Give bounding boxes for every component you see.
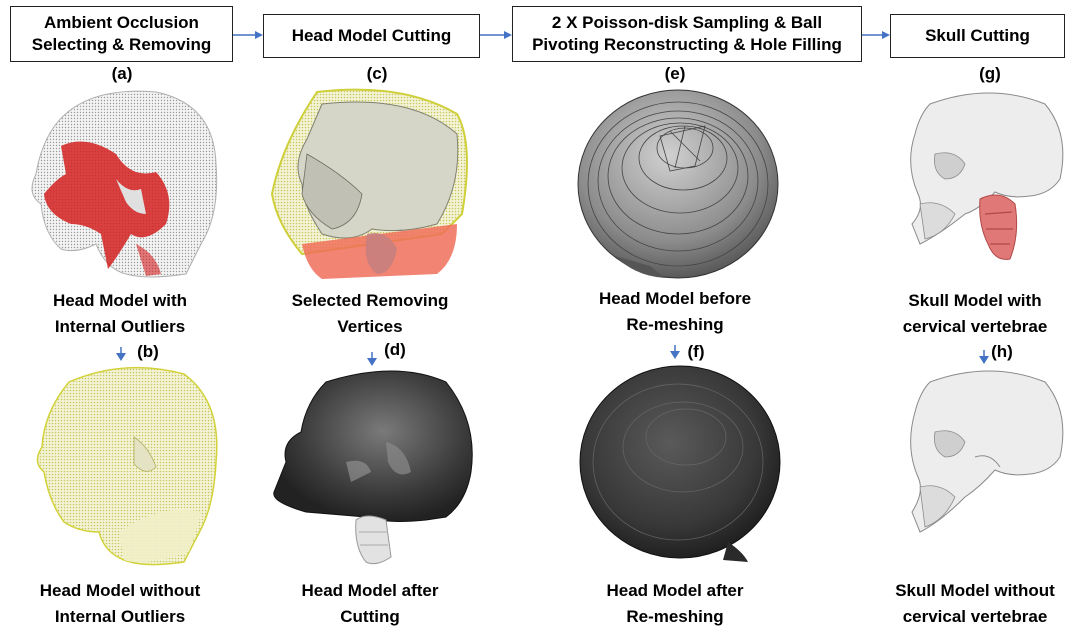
caption-d: Head Model after Cutting xyxy=(260,578,480,630)
step-title-line1: 2 X Poisson-disk Sampling & Ball xyxy=(552,12,822,34)
caption-line1: Head Model without xyxy=(40,578,201,604)
caption-c: Selected Removing Vertices xyxy=(260,288,480,340)
selected-removing-vertices-image xyxy=(262,84,480,284)
panel-label-g: (g) xyxy=(960,64,1020,84)
skull-model-with-vertebrae-image xyxy=(900,84,1070,264)
head-model-with-outliers-image xyxy=(16,84,226,284)
flow-arrow-1 xyxy=(233,29,263,41)
caption-g: Skull Model with cervical vertebrae xyxy=(880,288,1070,340)
step-box-head-model-cutting: Head Model Cutting xyxy=(263,14,480,58)
caption-line1: Selected Removing xyxy=(292,288,449,314)
caption-line1: Head Model after xyxy=(607,578,744,604)
caption-f: Head Model after Re-meshing xyxy=(565,578,785,630)
panel-label-b: (b) xyxy=(118,342,178,362)
step-box-poisson-sampling: 2 X Poisson-disk Sampling & Ball Pivotin… xyxy=(512,6,862,62)
caption-e: Head Model before Re-meshing xyxy=(565,286,785,338)
caption-line1: Skull Model without xyxy=(895,578,1055,604)
caption-line2: cervical vertebrae xyxy=(903,604,1048,630)
step-title-line1: Head Model Cutting xyxy=(292,25,452,47)
head-model-after-remeshing-image xyxy=(578,362,786,568)
panel-label-h: (h) xyxy=(972,342,1032,362)
panel-label-e: (e) xyxy=(645,64,705,84)
step-title-line1: Ambient Occlusion xyxy=(44,12,199,34)
caption-line1: Head Model after xyxy=(302,578,439,604)
step-box-ambient-occlusion: Ambient Occlusion Selecting & Removing xyxy=(10,6,233,62)
step-box-skull-cutting: Skull Cutting xyxy=(890,14,1065,58)
head-model-before-remeshing-image xyxy=(575,86,787,282)
caption-h: Skull Model without cervical vertebrae xyxy=(880,578,1070,630)
caption-line2: Internal Outliers xyxy=(55,604,185,630)
caption-b: Head Model without Internal Outliers xyxy=(10,578,230,630)
flow-arrow-3 xyxy=(862,29,890,41)
caption-line2: Re-meshing xyxy=(626,604,723,630)
caption-line2: Vertices xyxy=(337,314,402,340)
caption-line2: cervical vertebrae xyxy=(903,314,1048,340)
head-model-without-outliers-image xyxy=(24,362,224,568)
panel-label-c: (c) xyxy=(347,64,407,84)
caption-line1: Skull Model with xyxy=(908,288,1041,314)
panel-label-f: (f) xyxy=(666,342,726,362)
flow-arrow-2 xyxy=(480,29,512,41)
caption-a: Head Model with Internal Outliers xyxy=(10,288,230,340)
panel-label-a: (a) xyxy=(92,64,152,84)
caption-line2: Internal Outliers xyxy=(55,314,185,340)
skull-model-without-vertebrae-image xyxy=(900,362,1070,542)
head-model-after-cutting-image xyxy=(266,362,478,568)
caption-line2: Cutting xyxy=(340,604,399,630)
caption-line1: Head Model before xyxy=(599,286,751,312)
step-title-line2: Selecting & Removing xyxy=(32,34,211,56)
step-title-line2: Pivoting Reconstructing & Hole Filling xyxy=(532,34,842,56)
caption-line2: Re-meshing xyxy=(626,312,723,338)
panel-label-d: (d) xyxy=(365,340,425,360)
caption-line1: Head Model with xyxy=(53,288,187,314)
step-title-line1: Skull Cutting xyxy=(925,25,1030,47)
